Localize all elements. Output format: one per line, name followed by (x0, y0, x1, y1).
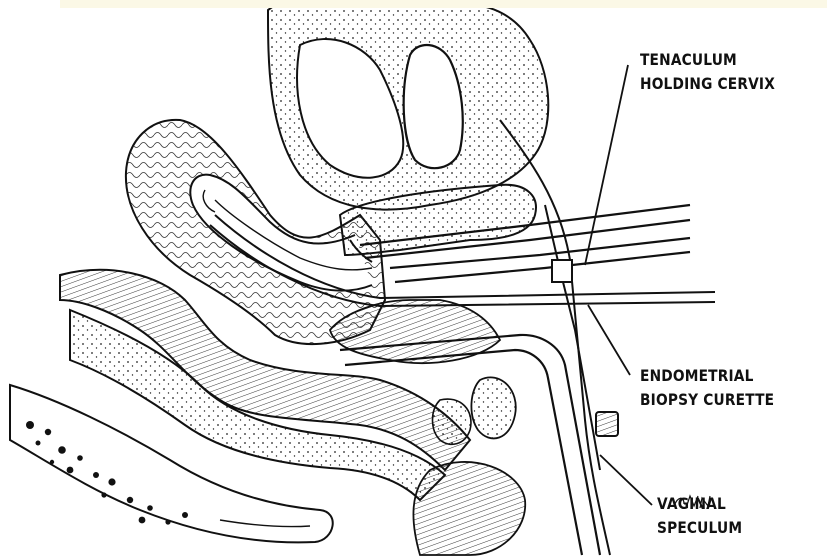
label-curette: ENDOMETRIAL BIOPSY CURETTE (640, 364, 774, 412)
label-tenaculum: TENACULUM HOLDING CERVIX (640, 48, 775, 96)
leader-speculum (600, 455, 652, 505)
label-tenaculum-line-1: TENACULUM (640, 48, 775, 72)
bladder (268, 5, 548, 210)
leader-tenaculum (585, 65, 628, 265)
label-curette-line-1: ENDOMETRIAL (640, 364, 774, 388)
leader-curette (588, 305, 630, 375)
label-curette-line-2: BIOPSY CURETTE (640, 388, 774, 412)
label-tenaculum-line-2: HOLDING CERVIX (640, 72, 775, 96)
artist-signature (672, 486, 712, 516)
top-banner (60, 0, 827, 8)
label-speculum-line-2: SPECULUM (657, 516, 742, 540)
